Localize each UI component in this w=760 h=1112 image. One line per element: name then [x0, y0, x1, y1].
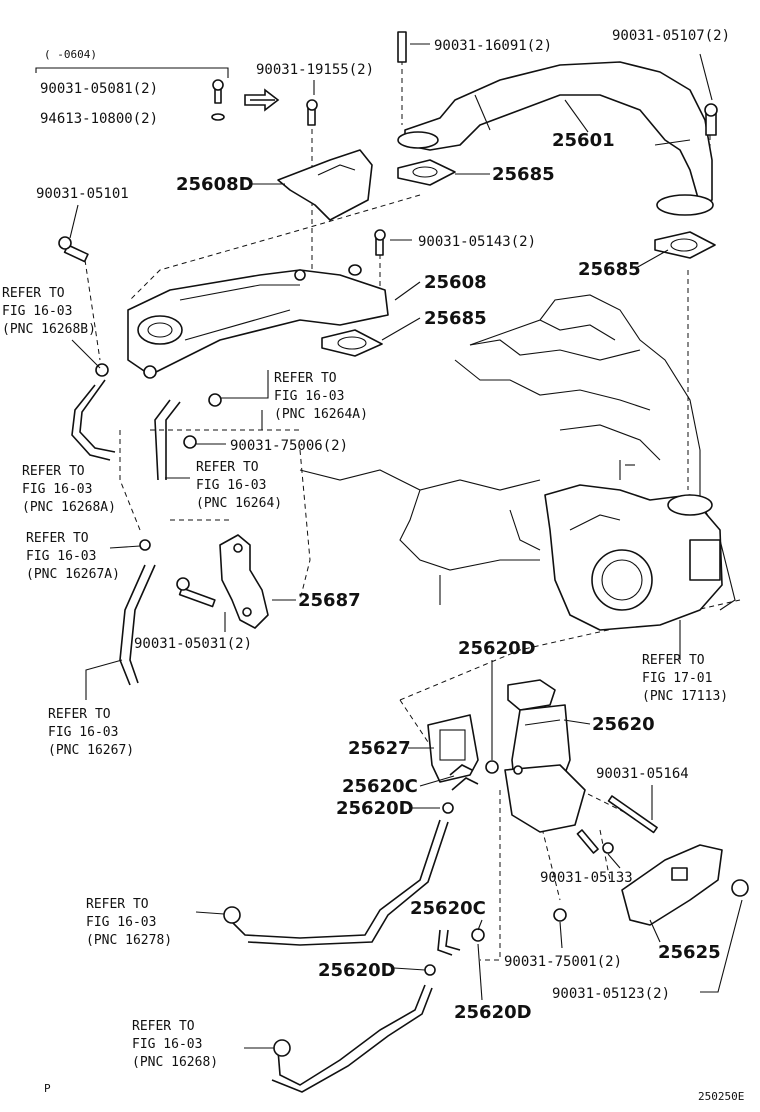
ref-16267a-line2: FIG 16-03 [26, 549, 96, 564]
ref-16264a-line2: FIG 16-03 [274, 389, 344, 404]
part-94613-10800: 94613-10800(2) [40, 111, 158, 127]
part-25620c-b: 25620C [410, 898, 486, 919]
ref-17113-line1: REFER TO [642, 653, 705, 668]
part-25620c-a: 25620C [342, 776, 418, 797]
ref-17113-line3: (PNC 17113) [642, 689, 728, 704]
part-25685-mid: 25685 [424, 308, 487, 329]
heat-shield-25608d [277, 149, 373, 221]
ref-16264a-line1: REFER TO [274, 371, 337, 386]
ref-17113-line2: FIG 17-01 [642, 671, 712, 686]
ref-16268-line2: FIG 16-03 [132, 1037, 202, 1052]
ref-16264-line2: FIG 16-03 [196, 478, 266, 493]
ref-16278-line3: (PNC 16278) [86, 933, 172, 948]
ref-16268b-line2: FIG 16-03 [2, 304, 72, 319]
ref-16267-line3: (PNC 16267) [48, 743, 134, 758]
ref-16268b-line1: REFER TO [2, 286, 65, 301]
leader-lines [35, 43, 743, 1049]
ref-16267a-line1: REFER TO [26, 531, 89, 546]
egr-valve-25620 [504, 679, 586, 833]
ref-16268a-line2: FIG 16-03 [22, 482, 92, 497]
part-90031-05081: 90031-05081(2) [40, 81, 158, 97]
ref-16264-line1: REFER TO [196, 460, 259, 475]
gasket-25685-mid [321, 329, 383, 357]
vacuum-hoses-bottom [223, 764, 479, 1093]
ref-16268b-line3: (PNC 16268B) [2, 322, 96, 337]
part-90031-05123: 90031-05123(2) [552, 986, 670, 1002]
part-90031-19155: 90031-19155(2) [256, 62, 374, 78]
part-25620d-a: 25620D [458, 638, 536, 659]
bracket-25625 [621, 844, 723, 926]
fasteners [58, 31, 749, 976]
ref-16264a-line3: (PNC 16264A) [274, 407, 368, 422]
part-90031-75001: 90031-75001(2) [504, 954, 622, 970]
footer-left-mark: P [44, 1082, 51, 1095]
gasket-25627 [427, 714, 479, 783]
ref-16278-line2: FIG 16-03 [86, 915, 156, 930]
part-25685-top: 25685 [492, 164, 555, 185]
date-range-label: ( -0604) [44, 48, 97, 61]
ref-16268a-line3: (PNC 16268A) [22, 500, 116, 515]
part-25620: 25620 [592, 714, 655, 735]
part-25608d: 25608D [176, 174, 254, 195]
part-90031-05107: 90031-05107(2) [612, 28, 730, 44]
ref-16268-line3: (PNC 16268) [132, 1055, 218, 1070]
part-90031-16091: 90031-16091(2) [434, 38, 552, 54]
part-25608: 25608 [424, 272, 487, 293]
part-25620d-d: 25620D [454, 1002, 532, 1023]
part-90031-05031: 90031-05031(2) [134, 636, 252, 652]
ref-16267-line2: FIG 16-03 [48, 725, 118, 740]
footer-code: 250250E [698, 1090, 744, 1103]
ref-16267a-line3: (PNC 16267A) [26, 567, 120, 582]
hoses-left [71, 379, 181, 686]
intake-throttle-body [544, 484, 723, 631]
part-90031-05101: 90031-05101 [36, 186, 129, 202]
ref-16278-line1: REFER TO [86, 897, 149, 912]
egr-cooler-25608 [127, 264, 389, 379]
gasket-25685-right [654, 231, 716, 259]
bracket-25687 [219, 534, 269, 629]
gasket-25685-top [397, 159, 456, 186]
part-25620d-c: 25620D [318, 960, 396, 981]
part-25685-right: 25685 [578, 259, 641, 280]
part-25601: 25601 [552, 130, 615, 151]
labels: ( -0604) 90031-05081(2) 94613-10800(2) 9… [2, 28, 744, 1103]
part-90031-05143: 90031-05143(2) [418, 234, 536, 250]
ref-16268-line1: REFER TO [132, 1019, 195, 1034]
ref-16264-line3: (PNC 16264) [196, 496, 282, 511]
ref-16267-line1: REFER TO [48, 707, 111, 722]
ref-16268a-line1: REFER TO [22, 464, 85, 479]
part-90031-05133: 90031-05133 [540, 870, 633, 886]
part-25687: 25687 [298, 590, 361, 611]
part-90031-05164: 90031-05164 [596, 766, 689, 782]
part-25625: 25625 [658, 942, 721, 963]
egr-pipe-25601 [397, 61, 714, 216]
part-25620d-b: 25620D [336, 798, 414, 819]
part-90031-75006: 90031-75006(2) [230, 438, 348, 454]
part-25627: 25627 [348, 738, 411, 759]
